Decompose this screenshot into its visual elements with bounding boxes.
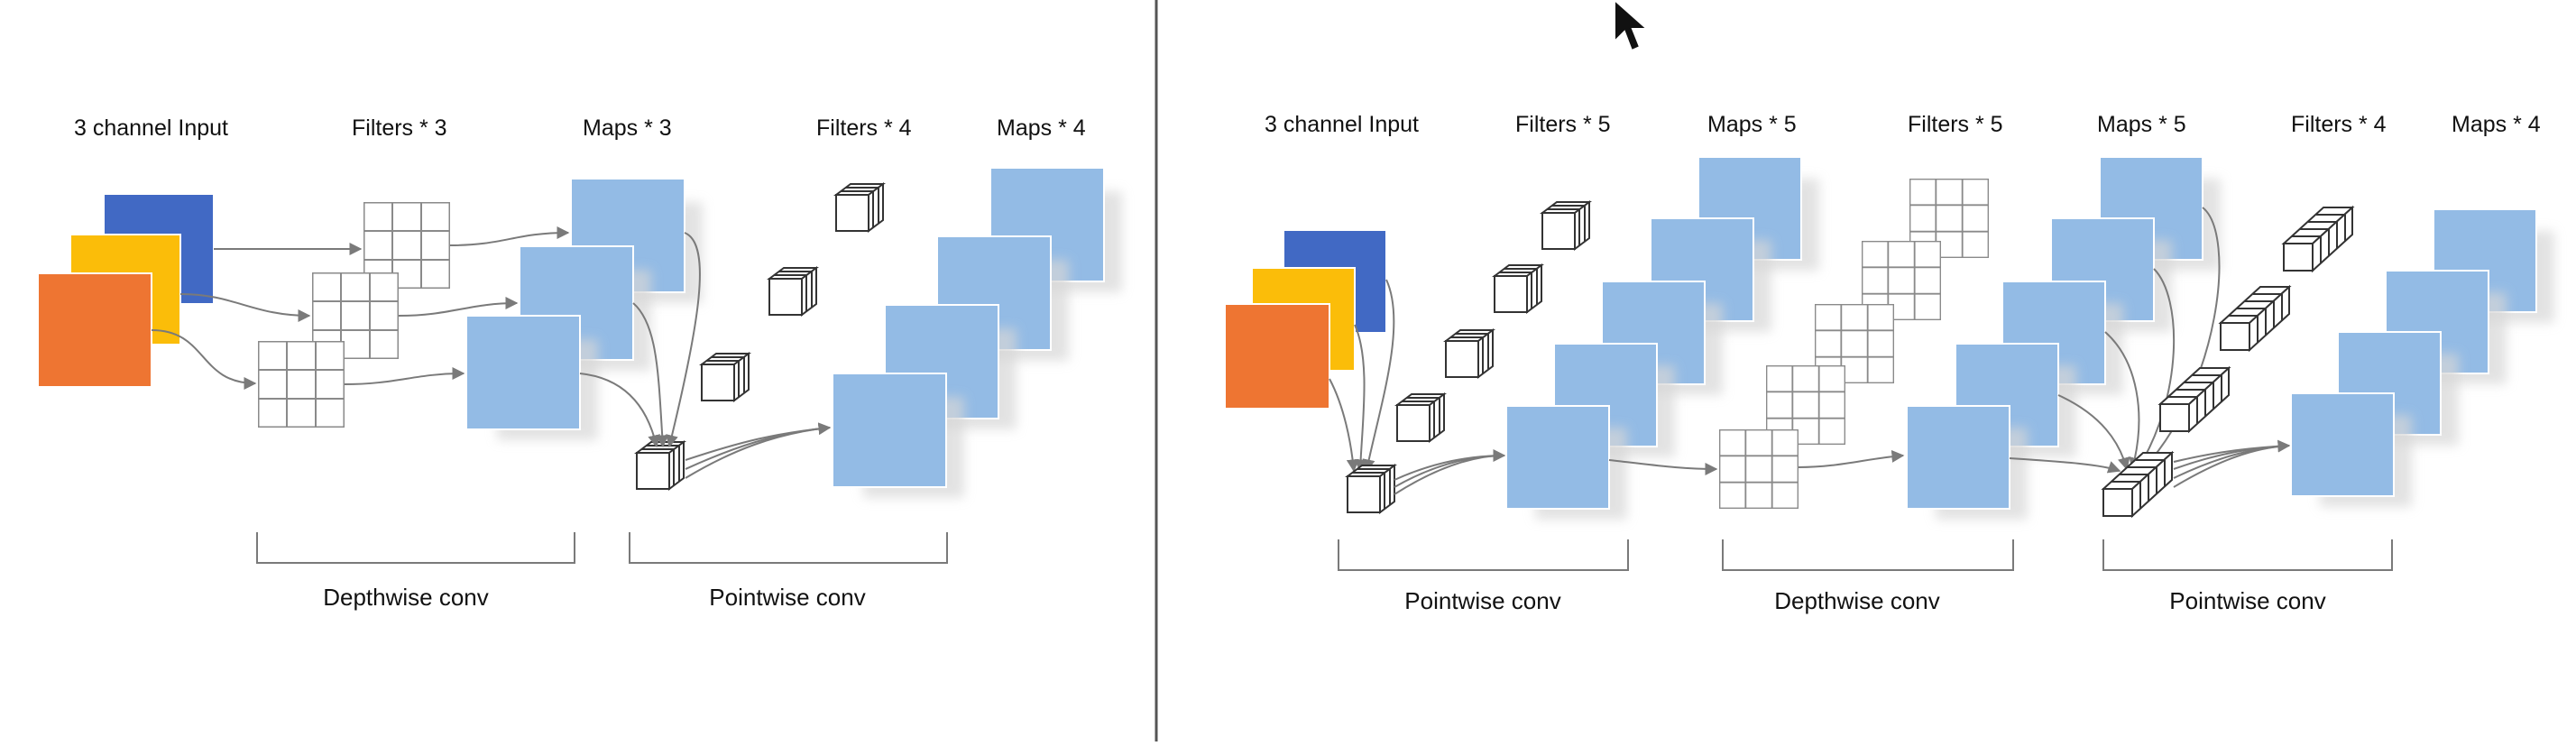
header-maps1-left: Maps * 3: [583, 115, 672, 141]
header-filters1-left: Filters * 3: [352, 115, 447, 141]
header-maps2-left: Maps * 4: [997, 115, 1086, 141]
right-panel: 3 channel Input Filters * 5 Maps * 5 Fil…: [1224, 112, 2554, 614]
pointwise-to-map-arrows-right-2: [2173, 439, 2291, 488]
cube-filter: [699, 352, 751, 402]
cube-filter: [1540, 200, 1592, 251]
label-depthwise-left: Depthwise conv: [323, 584, 489, 611]
bracket-pointwise-2: [2102, 539, 2393, 571]
cube-filter: [634, 440, 686, 491]
input-channels-right: [1224, 229, 1387, 410]
pointwise-to-map-arrows: [685, 422, 832, 479]
mouse-pointer-icon: [1614, 0, 1650, 52]
cube-filter: [1492, 263, 1544, 314]
map-to-pointwise-arrows-right: [2009, 207, 2221, 474]
bracket-pointwise-1: [1338, 539, 1629, 571]
input-to-filter-arrows: [151, 243, 363, 390]
feature-map: [2290, 392, 2395, 497]
header-filters3-right: Filters * 4: [2291, 112, 2387, 137]
header-maps2-right: Maps * 5: [2097, 112, 2186, 137]
input-channels-left: [37, 193, 215, 388]
cube-filter: [1394, 392, 1447, 443]
input-channel-orange: [37, 272, 152, 388]
long-cube-filter: [2157, 365, 2231, 434]
brackets-right: [1338, 539, 2393, 571]
long-cube-filter: [2218, 284, 2292, 353]
header-filters2-left: Filters * 4: [816, 115, 912, 141]
cube-filter: [1443, 328, 1495, 379]
bracket-pointwise: [629, 532, 948, 564]
map-to-depthwise-arrows: [1608, 449, 1905, 475]
map-to-pointwise-arrows: [579, 232, 701, 448]
header-maps1-right: Maps * 5: [1707, 112, 1797, 137]
feature-map: [1906, 405, 2010, 510]
header-input-right: 3 channel Input: [1265, 112, 1419, 137]
pointwise-filters-right-1: [1345, 200, 1592, 514]
label-depthwise-right: Depthwise conv: [1774, 587, 1940, 614]
brackets-left: [256, 532, 948, 564]
bracket-depthwise: [1722, 539, 2014, 571]
input-channel-orange: [1224, 303, 1330, 410]
cube-filter: [1345, 464, 1397, 514]
pointwise-filters-right-2: [2101, 205, 2355, 519]
pointwise-to-map-arrows-right-1: [1394, 449, 1506, 495]
long-cube-filter: [2101, 450, 2175, 519]
cube-filter: [767, 266, 819, 317]
header-input-left: 3 channel Input: [74, 115, 228, 141]
cube-filter: [833, 182, 886, 233]
input-to-pointwise-arrows: [1329, 279, 1395, 473]
maps4-left: [832, 167, 1122, 498]
feature-map: [465, 315, 581, 430]
feature-map: [832, 373, 947, 488]
pointwise-filters-left: [634, 182, 886, 491]
filter-grid: [1719, 429, 1799, 509]
header-maps3-right: Maps * 4: [2452, 112, 2541, 137]
label-pointwise-right-2: Pointwise conv: [2169, 587, 2325, 614]
label-pointwise-left: Pointwise conv: [709, 584, 865, 611]
header-filters2-right: Filters * 5: [1908, 112, 2003, 137]
maps5-right-1: [1505, 156, 1819, 520]
label-pointwise-right-1: Pointwise conv: [1404, 587, 1560, 614]
left-panel: 3 channel Input Filters * 3 Maps * 3 Fil…: [37, 115, 1122, 611]
feature-map: [1505, 405, 1610, 510]
long-cube-filter: [2281, 205, 2355, 273]
maps3-left: [465, 178, 703, 440]
filter-grid: [258, 341, 345, 428]
maps4-right: [2290, 208, 2554, 507]
bracket-depthwise: [256, 532, 575, 564]
filter-to-map-arrows: [344, 226, 570, 385]
header-filters1-right: Filters * 5: [1515, 112, 1611, 137]
maps5-right-2: [1906, 156, 2221, 520]
